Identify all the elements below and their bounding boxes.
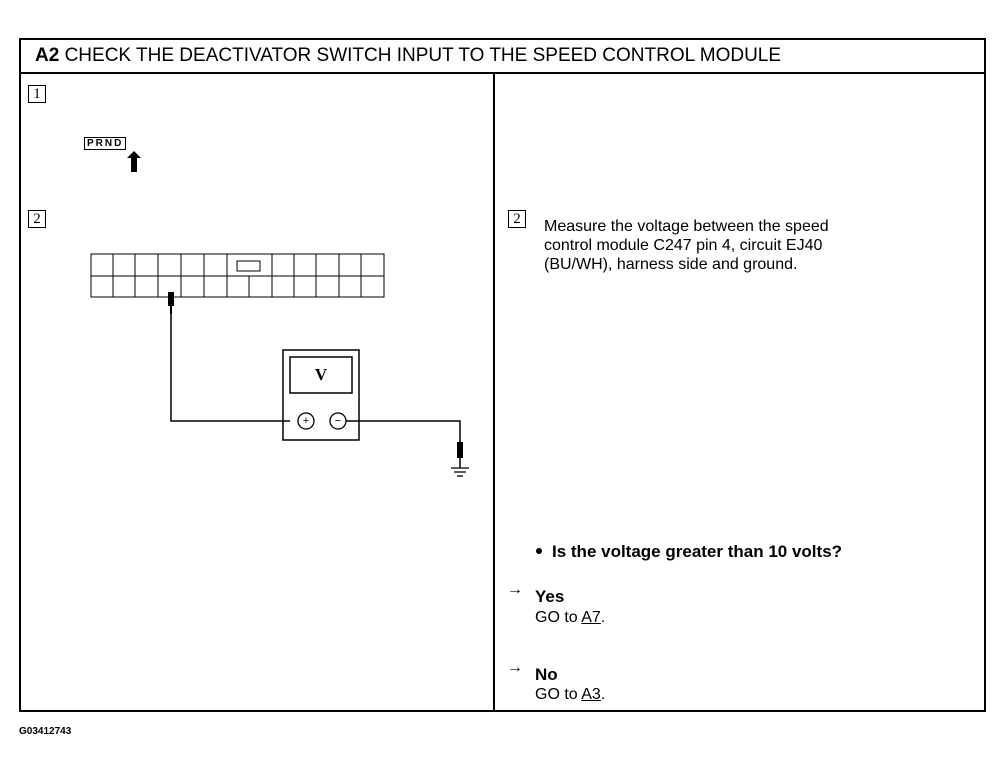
answer-no-action: GO to A3. bbox=[535, 686, 606, 703]
test-lead-positive bbox=[170, 314, 290, 422]
gear-indicator: PRND bbox=[84, 137, 127, 150]
question: Is the voltage greater than 10 volts? bbox=[536, 542, 842, 562]
answer-no-label: No bbox=[535, 665, 558, 684]
test-lead-negative bbox=[346, 420, 461, 442]
meter-minus-terminal: − bbox=[334, 415, 342, 427]
instruction-line: (BU/WH), harness side and ground. bbox=[544, 256, 798, 273]
answer-yes-action: GO to A7. bbox=[535, 609, 606, 626]
ground-symbol-icon bbox=[451, 467, 469, 477]
arrow-icon: → bbox=[507, 659, 523, 676]
right-step-number-box: 2 bbox=[508, 210, 526, 228]
ground-probe bbox=[457, 442, 463, 458]
step-title: CHECK THE DEACTIVATOR SWITCH INPUT TO TH… bbox=[64, 45, 782, 66]
column-divider bbox=[493, 74, 495, 710]
meter-plus-terminal: + bbox=[302, 415, 310, 427]
step-id: A2 bbox=[35, 45, 60, 66]
up-arrow-icon bbox=[127, 151, 141, 172]
step-header: A2 CHECK THE DEACTIVATOR SWITCH INPUT TO… bbox=[21, 40, 984, 74]
instruction-text: Measure the voltage between the speed co… bbox=[544, 217, 964, 274]
instruction-line: control module C247 pin 4, circuit EJ40 bbox=[544, 237, 823, 254]
instruction-line: Measure the voltage between the speed bbox=[544, 218, 829, 235]
probe-pin4 bbox=[168, 292, 174, 306]
connector-c247 bbox=[90, 253, 385, 298]
meter-display-label: V bbox=[314, 365, 328, 384]
figure-id: G03412743 bbox=[19, 726, 72, 737]
answer-yes-label: Yes bbox=[535, 587, 565, 606]
step-number-box-2: 2 bbox=[28, 210, 46, 228]
bullet-icon bbox=[536, 547, 542, 554]
procedure-table: A2 CHECK THE DEACTIVATOR SWITCH INPUT TO… bbox=[19, 38, 986, 712]
step-number-box-1: 1 bbox=[28, 85, 46, 103]
link-a7[interactable]: A7 bbox=[581, 609, 601, 626]
arrow-icon: → bbox=[507, 581, 523, 598]
link-a3[interactable]: A3 bbox=[581, 686, 601, 703]
question-text: Is the voltage greater than 10 volts? bbox=[552, 542, 843, 561]
